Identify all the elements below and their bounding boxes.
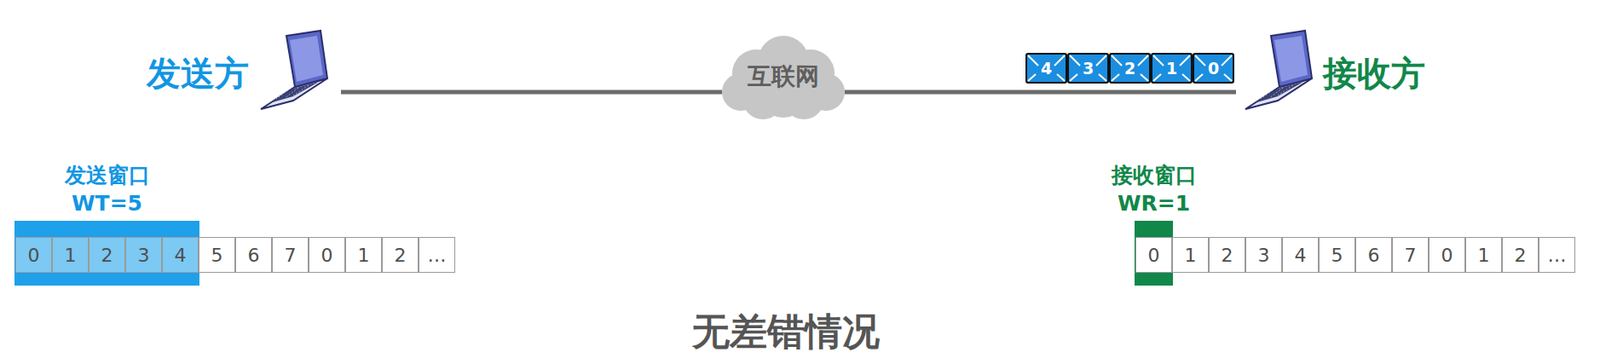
- node-text: 0: [321, 244, 334, 266]
- node-text: 2: [101, 244, 114, 266]
- data-frame: 3: [1067, 52, 1110, 84]
- node-text: WT=5: [64, 190, 151, 219]
- node-text: 0: [1441, 244, 1454, 266]
- sliding-window: 发送窗口WT=501234: [14, 220, 200, 286]
- node-text: 发送窗口: [64, 161, 151, 191]
- sliding-window: 接收窗口WR=10: [1134, 220, 1173, 286]
- node-text: 1: [1478, 244, 1491, 266]
- host-computer: 发送方: [144, 30, 341, 116]
- node-text: …: [427, 244, 447, 266]
- node-text: 3: [138, 244, 151, 266]
- node-text: 1: [358, 244, 370, 266]
- sequence-cell: 2: [1501, 236, 1539, 273]
- sequence-cell: 3: [125, 236, 162, 273]
- network-link: [844, 90, 1237, 95]
- node-text: 5: [211, 244, 224, 266]
- node-text: …: [1548, 244, 1567, 266]
- node-text: 3: [1082, 58, 1094, 78]
- sequence-cell: 1: [1465, 236, 1502, 273]
- sequence-cell: 6: [235, 236, 272, 273]
- node-text: 0: [1207, 58, 1219, 78]
- sequence-cell: 0: [308, 236, 346, 273]
- sequence-cell: 3: [1245, 236, 1283, 273]
- host-computer: 接收方: [1236, 30, 1433, 116]
- sequence-cell: 4: [1282, 236, 1319, 273]
- node-text: 7: [1404, 244, 1417, 266]
- sequence-cell: 2: [381, 236, 419, 273]
- node-text: 2: [1221, 244, 1234, 266]
- network-link: [340, 90, 723, 95]
- data-frame: 2: [1109, 52, 1151, 84]
- sequence-cell: 0: [1428, 236, 1466, 273]
- node-text: 0: [1148, 244, 1161, 266]
- sequence-cell: 0: [15, 236, 52, 273]
- data-frame: 0: [1192, 52, 1235, 84]
- data-frame: 1: [1150, 52, 1193, 84]
- node-text: 6: [248, 244, 260, 266]
- node-text: 互联网: [747, 60, 820, 93]
- sequence-cell: …: [1538, 236, 1576, 273]
- node-text: 5: [1331, 244, 1344, 266]
- sequence-cell: 5: [1318, 236, 1356, 273]
- node-text: 1: [64, 244, 77, 266]
- sequence-cell: 5: [198, 236, 236, 273]
- node-text: 3: [1258, 244, 1271, 266]
- sequence-cell: 1: [345, 236, 382, 273]
- sequence-cell: 2: [88, 236, 126, 273]
- sequence-cell: 0: [1135, 236, 1173, 273]
- node-text: 4: [1294, 244, 1307, 266]
- sequence-cell: 6: [1355, 236, 1393, 273]
- node-text: 4: [174, 244, 187, 266]
- laptop-icon: [1245, 30, 1312, 110]
- laptop-icon: [260, 30, 328, 110]
- sequence-cell: 1: [51, 236, 89, 273]
- sequence-cell: 7: [1392, 236, 1429, 273]
- node-text: 2: [1514, 244, 1527, 266]
- node-text: 2: [394, 244, 407, 266]
- sequence-cell: 7: [271, 236, 309, 273]
- internet-cloud: 互联网: [722, 30, 845, 123]
- node-text: 4: [1040, 58, 1052, 78]
- node-text: 0: [28, 244, 41, 266]
- node-text: 发送方: [146, 50, 249, 98]
- sequence-cell: …: [418, 236, 456, 273]
- node-text: 6: [1368, 244, 1381, 266]
- sequence-cell: 2: [1208, 236, 1246, 273]
- node-text: 7: [284, 244, 297, 266]
- node-text: 接收方: [1322, 50, 1426, 98]
- node-text: 接收窗口: [1111, 161, 1197, 191]
- caption: 无差错情况: [692, 306, 880, 358]
- sequence-cell: 4: [161, 236, 199, 273]
- node-text: 2: [1124, 58, 1136, 78]
- node-text: 1: [1166, 58, 1178, 78]
- data-frame: 4: [1025, 52, 1068, 84]
- node-text: WR=1: [1111, 190, 1197, 219]
- node-text: 1: [1184, 244, 1197, 266]
- sequence-cell: 1: [1172, 236, 1209, 273]
